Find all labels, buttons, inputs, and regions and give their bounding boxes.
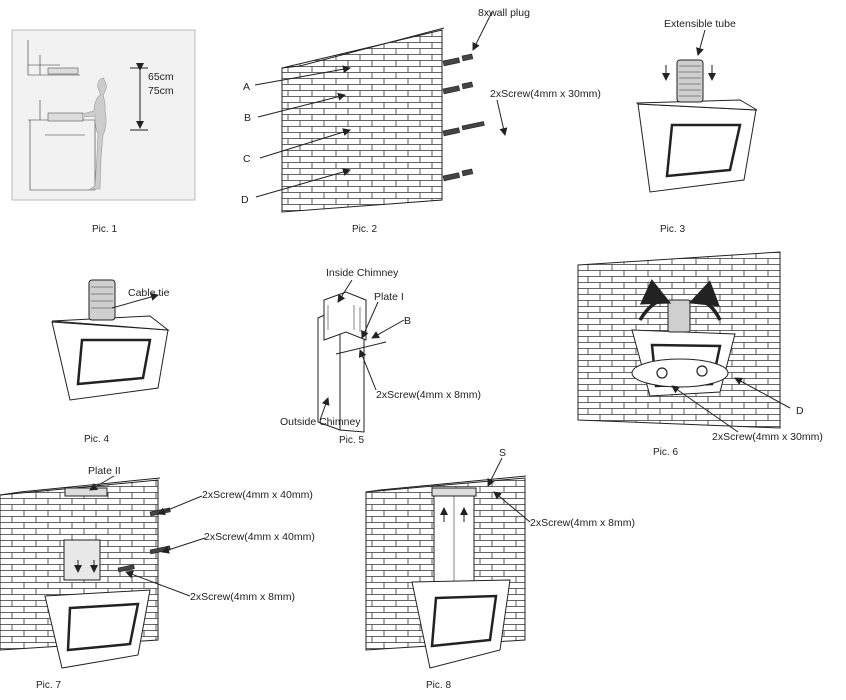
pic8-screw-label: 2xScrew(4mm x 8mm) bbox=[530, 517, 635, 529]
pic5-inside-label: Inside Chimney bbox=[326, 267, 399, 279]
pic2-point-b: B bbox=[244, 112, 251, 124]
pic2-screw-label: 2xScrew(4mm x 30mm) bbox=[490, 88, 601, 100]
pic2-point-d: D bbox=[241, 194, 249, 206]
pic7-screw3-label: 2xScrew(4mm x 8mm) bbox=[190, 591, 295, 603]
pic1-figure: 65cm 75cm bbox=[11, 29, 196, 201]
pic7-plate-label: Plate II bbox=[88, 465, 121, 477]
pic5-plate-label: Plate I bbox=[374, 291, 404, 303]
pic7-screw1-label: 2xScrew(4mm x 40mm) bbox=[202, 489, 313, 501]
pic8-figure: S 2xScrew(4mm x 8mm) bbox=[365, 447, 635, 669]
pic7-caption: Pic. 7 bbox=[36, 680, 61, 691]
pic7-figure: Plate II 2xScrew(4mm x 40mm) 2xScrew(4mm… bbox=[0, 465, 315, 669]
pic8-point-s: S bbox=[499, 447, 506, 459]
pic3-tube-label: Extensible tube bbox=[664, 18, 736, 30]
pic4-caption: Pic. 4 bbox=[84, 434, 109, 445]
pic6-screw-label: 2xScrew(4mm x 30mm) bbox=[712, 431, 823, 443]
pic1-height-max: 75cm bbox=[148, 85, 174, 97]
pic4-cable-label: Cable tie bbox=[128, 287, 170, 299]
pic5-point-b: B bbox=[404, 315, 411, 327]
pic4-figure: Cable tie bbox=[51, 279, 170, 401]
pic5-figure: Inside Chimney Plate I B 2xScrew(4mm x 8… bbox=[280, 267, 481, 433]
pic2-point-a: A bbox=[243, 81, 250, 93]
pic6-point-d: D bbox=[796, 405, 804, 417]
pic1-caption: Pic. 1 bbox=[92, 224, 117, 235]
pic3-figure: Extensible tube bbox=[635, 18, 758, 193]
pic2-caption: Pic. 2 bbox=[352, 224, 377, 235]
pic6-figure: D 2xScrew(4mm x 30mm) bbox=[577, 251, 823, 443]
pic6-caption: Pic. 6 bbox=[653, 447, 678, 458]
pic5-outside-label: Outside Chimney bbox=[280, 416, 361, 428]
pic2-point-c: C bbox=[243, 153, 251, 165]
pic5-screw-label: 2xScrew(4mm x 8mm) bbox=[376, 389, 481, 401]
pic3-caption: Pic. 3 bbox=[660, 224, 685, 235]
pic2-figure: A B C D 8xwall plug 2xScrew(4mm x 30mm) bbox=[241, 7, 601, 213]
pic5-caption: Pic. 5 bbox=[339, 435, 364, 446]
pic8-caption: Pic. 8 bbox=[426, 680, 451, 691]
pic7-screw2-label: 2xScrew(4mm x 40mm) bbox=[204, 531, 315, 543]
pic1-height-min: 65cm bbox=[148, 71, 174, 83]
pic2-wall-plug-label: 8xwall plug bbox=[478, 7, 530, 19]
